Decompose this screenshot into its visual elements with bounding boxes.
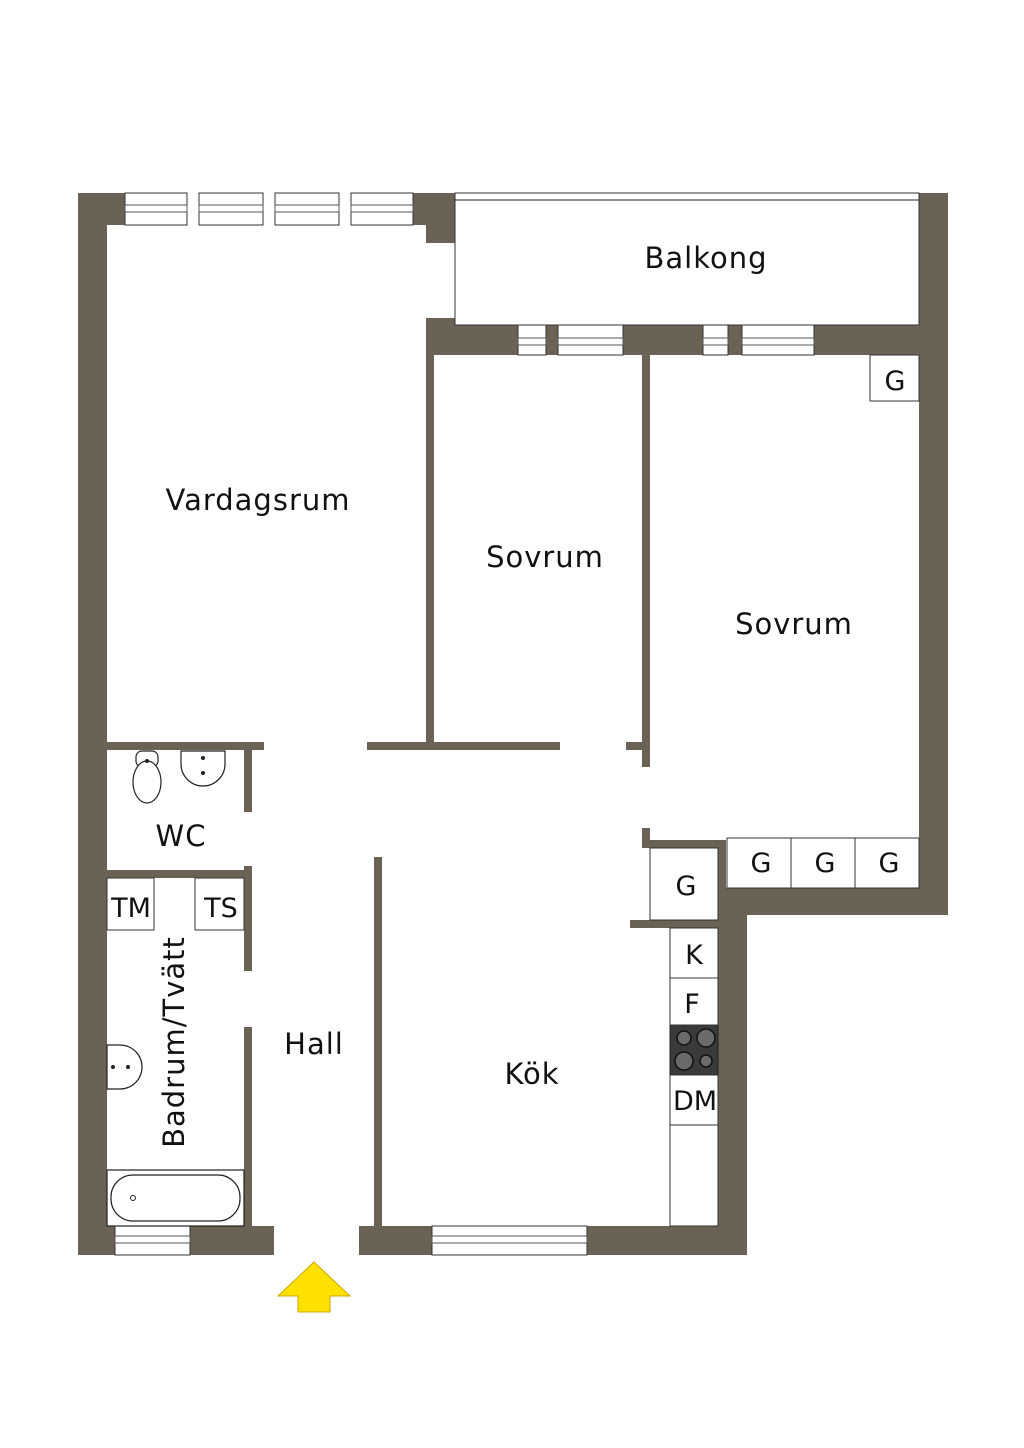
window-bedroom-1a — [517, 324, 547, 356]
bathtub-icon — [106, 1169, 245, 1227]
room-label-kok: Kök — [504, 1057, 559, 1091]
entrance-arrow-icon — [276, 1261, 352, 1313]
window-bedroom-2a — [702, 324, 729, 356]
window-top-2 — [198, 192, 264, 226]
room-label-sovrum-2: Sovrum — [735, 607, 853, 641]
unit-label-k: K — [685, 940, 704, 971]
unit-label-g-kitchen: G — [676, 871, 697, 902]
exterior-walls — [78, 193, 948, 1255]
window-top-3 — [274, 192, 340, 226]
windows — [114, 192, 815, 1256]
room-label-sovrum-1: Sovrum — [486, 540, 604, 574]
unit-label-g-bedroom: G — [885, 366, 906, 397]
window-kitchen — [431, 1225, 588, 1256]
washbasin-icon — [106, 1044, 143, 1090]
room-label-hall: Hall — [284, 1027, 344, 1061]
washbasin-icon — [180, 750, 226, 787]
unit-label-dm: DM — [673, 1086, 717, 1117]
interior-walls — [107, 340, 726, 1227]
balcony — [454, 192, 920, 326]
unit-label-tm: TM — [110, 893, 151, 924]
unit-label-g-2: G — [815, 848, 836, 879]
stove-icon — [669, 1024, 719, 1076]
unit-label-f: F — [684, 989, 700, 1020]
room-label-wc: WC — [156, 819, 207, 853]
unit-label-ts: TS — [203, 893, 238, 924]
toilet-icon — [132, 750, 162, 804]
room-label-badrum: Badrum/Tvätt — [157, 936, 191, 1148]
room-label-balkong: Balkong — [644, 241, 767, 275]
cabinets — [106, 354, 920, 1227]
window-bedroom-1b — [557, 324, 624, 356]
unit-label-g-1: G — [751, 848, 772, 879]
window-bedroom-2b — [741, 324, 815, 356]
unit-label-g-3: G — [879, 848, 900, 879]
window-top-1 — [124, 192, 188, 226]
window-top-4 — [350, 192, 414, 226]
window-bathroom — [114, 1225, 191, 1256]
room-label-vardagsrum: Vardagsrum — [165, 483, 350, 517]
